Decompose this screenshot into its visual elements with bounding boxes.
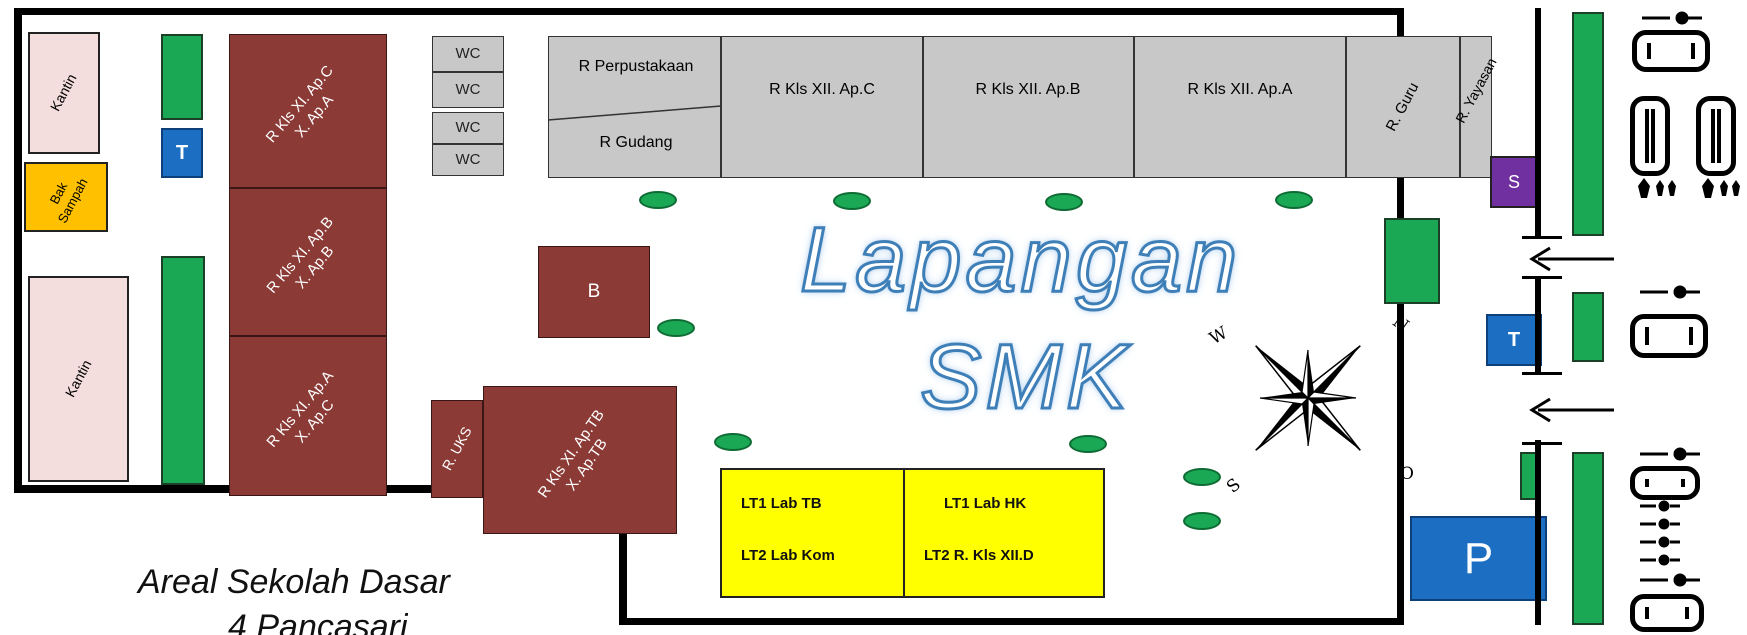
divider-5 [1459, 36, 1461, 178]
wc-2: WC [432, 72, 504, 108]
toilet-marker-left: T [161, 128, 203, 178]
toilet-marker-right: T [1486, 314, 1542, 366]
car-icon [1630, 466, 1700, 500]
plant-8 [1183, 468, 1221, 486]
bak-sampah: Bak Sampah [24, 162, 108, 232]
caption-line-1: Areal Sekolah Dasar [138, 563, 450, 601]
compass-rose [1255, 345, 1361, 451]
car-icon [1630, 314, 1708, 358]
wall-right [1397, 8, 1404, 625]
room-uks: R. UKS [431, 400, 483, 498]
green-area-top [161, 34, 203, 120]
room-kls-xi-ap-a: R Kls XI. Ap.A X. Ap.C [229, 336, 387, 496]
field-title-line-1: Lapangan [798, 208, 1242, 313]
compass-s: S [1222, 474, 1245, 498]
compass-n: N [1388, 311, 1413, 337]
compass-secondary [1259, 349, 1357, 447]
car-icon [1696, 96, 1736, 176]
room-kls-xi-ap-b: R Kls XI. Ap.B X. Ap.B [229, 188, 387, 336]
entry-arrow-bottom [1529, 397, 1614, 423]
car-icon [1630, 96, 1670, 176]
plant-9 [1183, 512, 1221, 530]
car-icon [1632, 30, 1710, 72]
field-title-line-2: SMK [918, 325, 1132, 430]
wall-top [14, 8, 1404, 15]
plant-3 [1045, 193, 1083, 211]
road-strip-top [1572, 12, 1604, 236]
road-strip-middle [1572, 292, 1604, 362]
divider-1 [720, 36, 722, 178]
divider-3 [1133, 36, 1135, 178]
room-s: S [1490, 156, 1538, 208]
gate-cap-1 [1522, 236, 1562, 239]
lab-kom: LT2 Lab Kom [741, 547, 835, 564]
gate-post-middle [1535, 276, 1541, 374]
perpustakaan-divider [548, 105, 722, 121]
wc-3: WC [432, 112, 504, 144]
plant-6 [714, 433, 752, 451]
wc-4: WC [432, 144, 504, 176]
green-area-right-small [1384, 218, 1440, 304]
gate-post-bottom [1535, 440, 1541, 625]
kantin-top: Kantin [28, 32, 100, 154]
room-b: B [538, 246, 650, 338]
room-gudang: R Gudang [599, 134, 673, 151]
lab-tb: LT1 Lab TB [741, 495, 822, 512]
divider-2 [922, 36, 924, 178]
caption-line-2: 4 Pancasari [228, 608, 408, 635]
room-kls-xii-ap-c: R Kls XII. Ap.C [769, 81, 875, 98]
wall-bottom-step [619, 485, 627, 625]
parking-marker: P [1410, 516, 1547, 601]
lab-kls-xii-d: LT2 R. Kls XII.D [924, 547, 1034, 564]
motorbike-icons [1638, 11, 1740, 587]
room-yayasan: R. Yayasan [1452, 55, 1500, 126]
plant-7 [1069, 435, 1107, 453]
divider-4 [1345, 36, 1347, 178]
compass-primary [1255, 345, 1361, 451]
room-guru: R. Guru [1382, 79, 1423, 134]
compass-o: O [1400, 464, 1414, 484]
gate-cap-3 [1522, 372, 1562, 375]
plant-5 [657, 319, 695, 337]
plant-4 [1275, 191, 1313, 209]
lab-block [720, 468, 1105, 598]
wall-left [14, 8, 22, 493]
plant-1 [639, 191, 677, 209]
road-strip-bottom [1572, 452, 1604, 625]
plant-2 [833, 192, 871, 210]
room-kls-xi-ap-c: R Kls XI. Ap.C X. Ap.A [229, 34, 387, 188]
room-kls-xii-ap-a: R Kls XII. Ap.A [1187, 81, 1293, 98]
kantin-bottom: Kantin [28, 276, 129, 482]
gate-cap-4 [1522, 442, 1562, 445]
car-icon [1630, 594, 1704, 632]
room-kls-xii-ap-b: R Kls XII. Ap.B [975, 81, 1081, 98]
room-perpustakaan: R Perpustakaan [578, 58, 694, 75]
wall-bottom-right [619, 618, 1404, 625]
lab-divider [903, 468, 905, 598]
room-kls-xi-ap-tb: R Kls XI. Ap.TB X. Ap.TB [483, 386, 677, 534]
lab-hk: LT1 Lab HK [944, 495, 1027, 512]
gate-cap-2 [1522, 276, 1562, 279]
wc-1: WC [432, 36, 504, 72]
green-area-bottom [161, 256, 205, 485]
entry-arrow-top [1529, 246, 1614, 272]
gate-post-top [1535, 8, 1541, 238]
